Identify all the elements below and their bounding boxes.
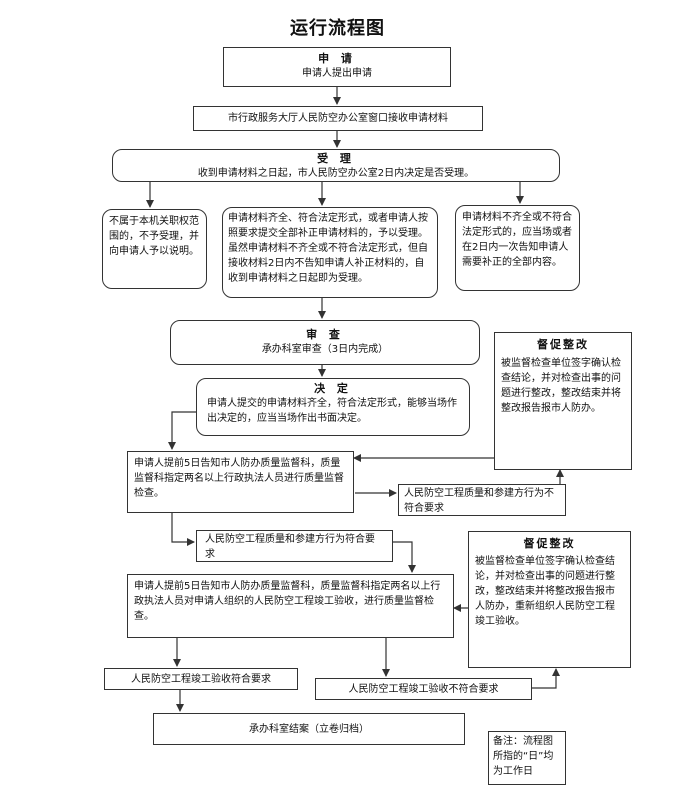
accept-heading: 受 理: [317, 152, 355, 165]
supervise1-box: 督促整改 被监督检查单位签字确认检查结论，并对检查出事的问题进行整改，整改结束并…: [494, 332, 632, 470]
review-text: 承办科室审查（3日内完成）: [261, 344, 389, 355]
apply-box: 申 请 申请人提出申请: [223, 47, 451, 87]
supplement-box: 申请材料不齐全或不符合法定形式的，应当场或者在2日内一次告知申请人需要补正的全部…: [455, 205, 580, 291]
accept-text: 收到申请材料之日起，市人民防空办公室2日内决定是否受理。: [197, 168, 475, 179]
supervise1-heading: 督促整改: [537, 338, 589, 351]
inspect2-text: 申请人提前5日告知市人防办质量监督科，质量监督科指定两名以上行政执法人员对申请人…: [134, 581, 441, 622]
pass2-box: 人民防空工程竣工验收符合要求: [104, 668, 298, 690]
arrow-pass1-inspect2: [393, 541, 416, 573]
apply-text: 申请人提出申请: [302, 68, 372, 79]
inspect1-box: 申请人提前5日告知市人防办质量监督科，质量监督科指定两名以上行政执法人员进行质量…: [127, 451, 354, 513]
receive-text: 市行政服务大厅人民防空办公室窗口接收申请材料: [228, 113, 448, 124]
reject-text: 不属于本机关职权范围的，不予受理，并向申请人予以说明。: [109, 216, 199, 257]
pass1-text: 人民防空工程质量和参建方行为符合要求: [205, 534, 375, 560]
review-box: 审 查 承办科室审查（3日内完成）: [170, 320, 480, 365]
pass1-box: 人民防空工程质量和参建方行为符合要求: [196, 530, 393, 562]
apply-heading: 申 请: [318, 52, 356, 65]
fail2-text: 人民防空工程竣工验收不符合要求: [348, 684, 499, 695]
close-box: 承办科室结案（立卷归档）: [153, 713, 465, 745]
pass2-text: 人民防空工程竣工验收符合要求: [131, 674, 271, 685]
supervise2-box: 督促整改 被监督检查单位签字确认检查结论，并对检查出事的问题进行整改，整改结束并…: [468, 531, 631, 668]
note-box: 备注：流程图所指的“日”均为工作日: [488, 731, 566, 785]
arrow-decide-inspect1: [168, 411, 196, 450]
supervise2-text: 被监督检查单位签字确认检查结论，并对检查出事的问题进行整改，整改结束并将整改报告…: [475, 556, 615, 627]
close-text: 承办科室结案（立卷归档）: [249, 724, 369, 735]
fail1-box: 人民防空工程质量和参建方行为不符合要求: [398, 484, 566, 516]
supervise1-text: 被监督检查单位签字确认检查结论，并对检查出事的问题进行整改，整改结束并将整改报告…: [501, 358, 621, 414]
reject-box: 不属于本机关职权范围的，不予受理，并向申请人予以说明。: [102, 209, 207, 289]
decide-text: 申请人提交的申请材料齐全，符合法定形式，能够当场作出决定的，应当当场作出书面决定…: [207, 398, 457, 424]
arrow-inspect1-pass1: [171, 513, 195, 546]
accept-box: 受 理 收到申请材料之日起，市人民防空办公室2日内决定是否受理。: [112, 149, 560, 182]
supplement-text: 申请材料不齐全或不符合法定形式的，应当场或者在2日内一次告知申请人需要补正的全部…: [462, 212, 572, 268]
accepted-box: 申请材料齐全、符合法定形式，或者申请人按照要求提交全部补正申请材料的，予以受理。…: [222, 207, 438, 298]
inspect1-text: 申请人提前5日告知市人防办质量监督科，质量监督科指定两名以上行政执法人员进行质量…: [134, 458, 344, 499]
supervise2-heading: 督促整改: [523, 537, 576, 550]
review-heading: 审 查: [306, 328, 344, 341]
fail2-box: 人民防空工程竣工验收不符合要求: [315, 678, 532, 700]
inspect2-box: 申请人提前5日告知市人防办质量监督科，质量监督科指定两名以上行政执法人员对申请人…: [127, 574, 454, 638]
accepted-text: 申请材料齐全、符合法定形式，或者申请人按照要求提交全部补正申请材料的，予以受理。…: [228, 213, 428, 284]
note-text: 备注：流程图所指的“日”均为工作日: [493, 736, 554, 777]
decide-heading: 决 定: [314, 382, 352, 395]
decide-box: 决 定 申请人提交的申请材料齐全，符合法定形式，能够当场作出决定的，应当当场作出…: [196, 378, 470, 436]
receive-box: 市行政服务大厅人民防空办公室窗口接收申请材料: [193, 106, 483, 131]
arrow-fail2-supervise2: [532, 668, 560, 689]
page-title: 运行流程图: [290, 18, 385, 39]
fail1-text: 人民防空工程质量和参建方行为不符合要求: [404, 488, 554, 514]
